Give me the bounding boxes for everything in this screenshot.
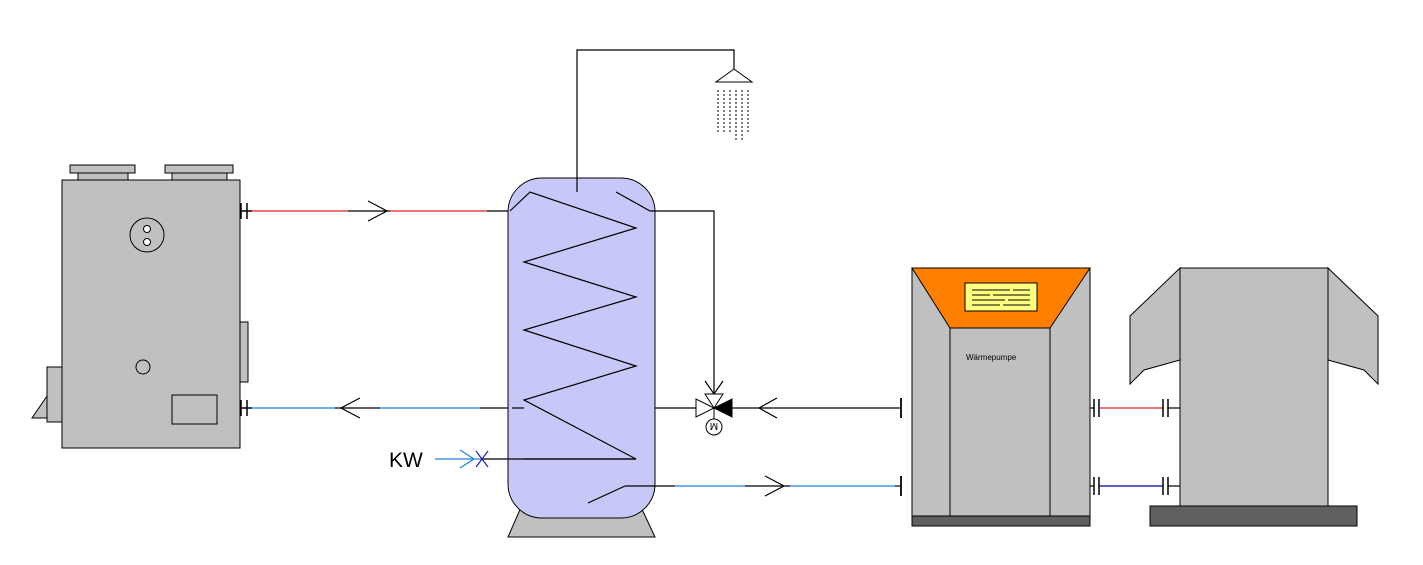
valve-bypass-pipe [650,210,715,394]
outdoor-unit-body [1179,267,1329,507]
boiler-flow-pipe [252,200,510,222]
valve-motor-icon [705,418,723,436]
outdoor-connections [1090,399,1180,495]
check-valve-icon [475,450,489,468]
shower-head-icon [714,68,754,140]
return-arrow-left [339,397,361,419]
three-way-valve: M [695,393,733,436]
heatpump-base [911,515,1091,527]
boiler-return-pipe [252,397,510,419]
flow-arrow-right [367,200,389,222]
cold-water-arrow-icon [459,449,476,469]
return-arrow-right [764,475,786,497]
boiler-connectors [240,203,252,416]
boiler-top-stub-left [77,172,129,181]
storage-tank [482,177,656,538]
outdoor-unit-right-wing [1327,266,1379,386]
boiler-top-stub-right [171,172,228,181]
heatpump-flow-pipe [732,397,900,419]
dhw-outlet-pipe [576,49,735,192]
boiler-gauge-dot-top [143,225,151,233]
boiler-gauge-dot-bottom [143,238,151,246]
heating-coil [509,191,639,460]
heatpump-display-text-lines [972,289,1030,306]
tank-dip-tube-top [615,191,651,212]
boiler-access-door [171,394,218,425]
tank-bottom-diffuser [587,485,626,504]
boiler [31,164,249,449]
flow-arrow-left [757,397,778,419]
boiler-indicator [135,359,151,375]
heatpump-label: Wärmepumpe [966,353,1017,362]
heat-pump: Wärmepumpe [911,267,1091,527]
boiler-side-panel [239,321,249,383]
cold-water-label: KW [389,449,423,472]
boiler-top-flange-right [164,164,234,174]
boiler-burner-nozzle [31,394,48,419]
boiler-burner-flange [46,366,63,423]
heatpump-return-pipe [655,475,900,497]
cold-water-inlet: KW [389,449,489,472]
valve-top-port [704,393,724,409]
boiler-top-flange-left [69,164,136,174]
valve-left-port [695,398,716,418]
outdoor-unit-left-wing [1129,266,1181,386]
outdoor-unit [1129,266,1379,527]
boiler-gauge [129,217,165,253]
heatpump-display [964,282,1038,312]
valve-motor-label: M [710,420,718,431]
outdoor-unit-base [1149,505,1358,527]
